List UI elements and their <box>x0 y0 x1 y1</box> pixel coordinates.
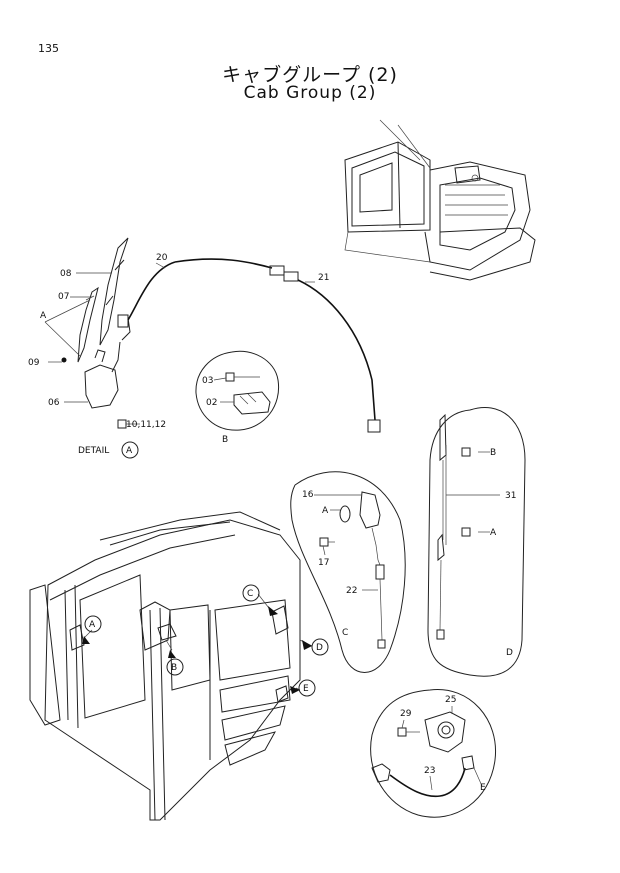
callout-label-a-d: A <box>490 528 497 538</box>
detail-e-assembly <box>370 689 497 818</box>
callout-label-c-detail: C <box>342 628 348 638</box>
callout-label-a-c: A <box>322 506 329 516</box>
part-label-07: 07 <box>58 292 69 302</box>
part-label-23: 23 <box>424 766 435 776</box>
detail-a-assembly <box>61 237 381 433</box>
callout-label-e-cab: E <box>303 684 309 694</box>
part-labels: 08 07 A 09 06 10,11,12 DETAIL A 20 21 03… <box>28 253 516 793</box>
excavator-overview <box>344 119 536 281</box>
detail-d-assembly <box>427 406 526 677</box>
detail-b-assembly <box>195 350 280 431</box>
part-label-03: 03 <box>202 376 213 386</box>
detail-label: DETAIL <box>78 446 109 456</box>
part-label-10-11-12: 10,11,12 <box>126 420 166 430</box>
callout-label-b-d: B <box>490 448 496 458</box>
part-label-08: 08 <box>60 269 72 279</box>
callout-label-b-detail: B <box>222 435 228 445</box>
callout-label-b-cab: B <box>171 663 177 673</box>
callout-label-d-detail: D <box>506 648 513 658</box>
page-number: 135 <box>38 42 59 55</box>
part-label-09: 09 <box>28 358 40 368</box>
cab-body <box>29 511 301 821</box>
part-label-29: 29 <box>400 709 412 719</box>
leader-lines <box>44 262 500 791</box>
part-label-20: 20 <box>156 253 168 263</box>
callout-label-d-cab: D <box>316 643 323 653</box>
part-label-22: 22 <box>346 586 357 596</box>
callout-label-a-cab: A <box>89 620 96 630</box>
callout-circles <box>82 441 329 697</box>
detail-label-a: A <box>126 446 133 456</box>
part-label-02: 02 <box>206 398 217 408</box>
callout-label-c-cab: C <box>247 589 253 599</box>
page-title-japanese: キャブグループ (2) <box>222 64 398 86</box>
part-label-25: 25 <box>445 695 456 705</box>
callout-label-a-detail: A <box>40 311 47 321</box>
part-label-17: 17 <box>318 558 329 568</box>
callout-label-e-detail: E <box>480 783 486 793</box>
part-label-06: 06 <box>48 398 60 408</box>
part-label-16: 16 <box>302 490 314 500</box>
part-label-21: 21 <box>318 273 329 283</box>
page-title-english: Cab Group (2) <box>243 83 377 103</box>
detail-c-assembly <box>290 471 406 673</box>
part-label-31: 31 <box>505 491 516 501</box>
